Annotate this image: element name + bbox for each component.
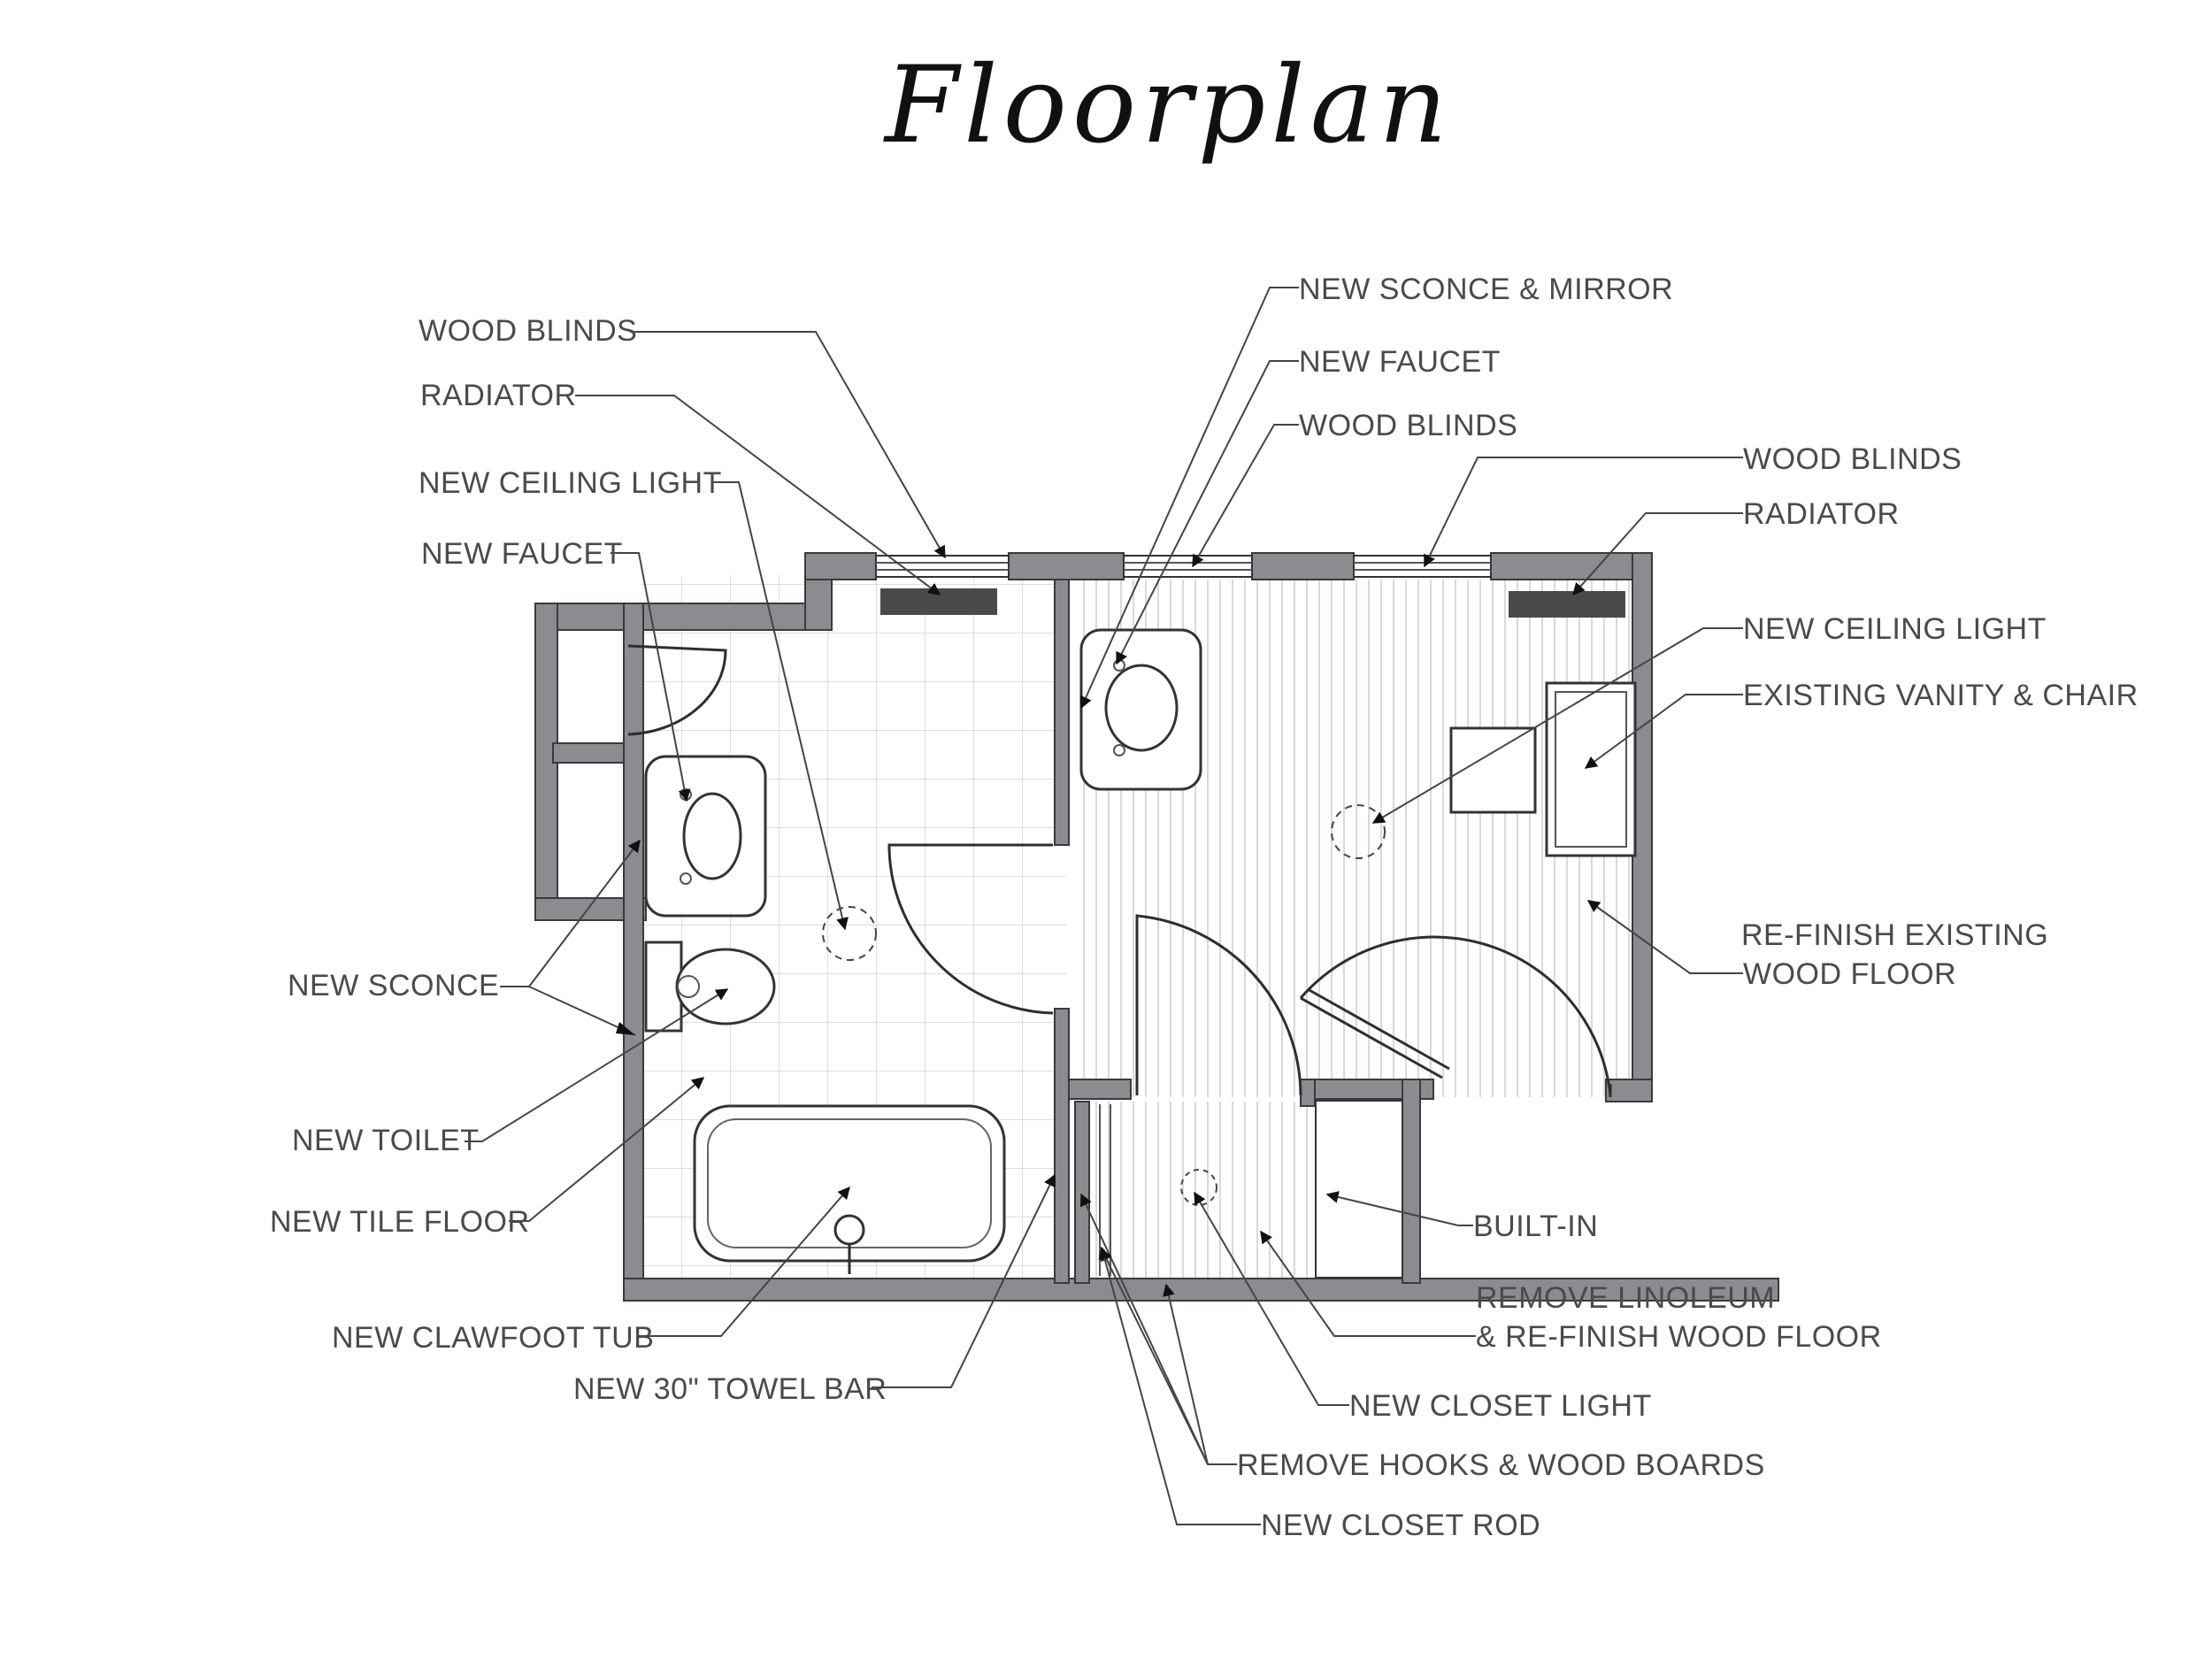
label-remove-linoleum-2: & RE-FINISH WOOD FLOOR (1476, 1320, 1882, 1354)
toilet-bowl (675, 948, 776, 1025)
label-ceiling-light-bath: NEW CEILING LIGHT (419, 466, 722, 500)
label-wood-blinds-bath: WOOD BLINDS (419, 314, 637, 348)
label-remove-linoleum-1: REMOVE LINOLEUM (1476, 1281, 1775, 1315)
wood-blinds-dress-window-1 (1123, 555, 1253, 578)
dressing-door-right (1300, 996, 1443, 1079)
page-title: Floorplan (883, 44, 1453, 167)
closet-fixtures (1099, 1100, 1403, 1279)
bath-ceiling-light (822, 906, 877, 961)
label-wood-blinds-dress-2: WOOD BLINDS (1743, 442, 1962, 476)
label-sconce-bath: NEW SCONCE (288, 969, 499, 1002)
tub-drain (833, 1214, 865, 1246)
label-radiator-bath: RADIATOR (420, 379, 577, 412)
label-vanity-chair: EXISTING VANITY & CHAIR (1743, 679, 2139, 712)
label-refinish-floor-2: WOOD FLOOR (1743, 957, 1956, 991)
label-ceiling-light-dress: NEW CEILING LIGHT (1743, 612, 2047, 646)
label-remove-hooks: REMOVE HOOKS & WOOD BOARDS (1237, 1448, 1765, 1482)
label-refinish-floor-1: RE-FINISH EXISTING (1741, 918, 2048, 952)
closet-light (1180, 1169, 1217, 1206)
radiator-dress (1509, 591, 1625, 618)
toilet-tank (644, 941, 683, 1033)
walls (534, 552, 1779, 1302)
label-clawfoot-tub: NEW CLAWFOOT TUB (332, 1321, 654, 1355)
closet-wood-floor (1088, 1102, 1310, 1279)
bathroom-door (887, 843, 1054, 1015)
label-radiator-dress: RADIATOR (1743, 497, 1900, 531)
bath-sink (682, 792, 742, 880)
wood-blinds-bath-window (875, 555, 1010, 578)
dressing-fixtures (1079, 628, 1637, 1097)
label-towel-bar: NEW 30" TOWEL BAR (573, 1372, 887, 1406)
wood-blinds-dress-window-2 (1353, 555, 1492, 578)
existing-chair (1449, 726, 1537, 814)
dress-sink (1104, 664, 1179, 752)
label-built-in: BUILT-IN (1473, 1210, 1598, 1243)
existing-vanity (1545, 681, 1637, 857)
label-tile-floor: NEW TILE FLOOR (270, 1205, 530, 1239)
label-toilet: NEW TOILET (292, 1124, 480, 1157)
label-closet-rod: NEW CLOSET ROD (1261, 1509, 1540, 1542)
built-in (1315, 1100, 1403, 1279)
label-wood-blinds-dress-1: WOOD BLINDS (1299, 409, 1517, 442)
dress-ceiling-light (1331, 804, 1386, 859)
leader-lines (465, 287, 1743, 1525)
label-closet-light: NEW CLOSET LIGHT (1349, 1389, 1652, 1423)
radiator-bath (880, 588, 997, 615)
label-faucet-dress: NEW FAUCET (1299, 345, 1501, 379)
windows (875, 555, 1492, 578)
label-faucet-bath: NEW FAUCET (421, 537, 623, 571)
label-sconce-mirror: NEW SCONCE & MIRROR (1299, 273, 1673, 306)
closet-door-left (1135, 914, 1302, 1096)
